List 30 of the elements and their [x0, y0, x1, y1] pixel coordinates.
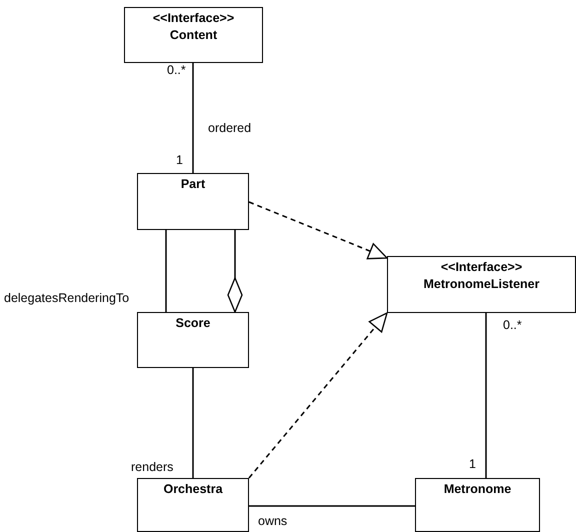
- class-box: [415, 478, 540, 532]
- stereotype-label: <<Interface>>: [152, 10, 234, 27]
- class-box: [137, 312, 249, 368]
- class-name: MetronomeListener: [424, 276, 540, 293]
- edge-label: ordered: [208, 121, 252, 136]
- association-line: [192, 368, 194, 478]
- class-box: [387, 256, 576, 313]
- class-box: [137, 478, 249, 532]
- class-box: [137, 173, 249, 230]
- class-name: Content: [170, 27, 218, 44]
- stereotype-label: <<Interface>>: [440, 259, 522, 276]
- class-name: Part: [180, 176, 206, 193]
- association-line: [249, 505, 415, 507]
- realization-arrow: [248, 312, 388, 478]
- edge-label: owns: [258, 514, 288, 529]
- aggregation-line: [227, 230, 243, 313]
- multiplicity-label: 1: [469, 457, 476, 472]
- edge-label: renders: [131, 460, 174, 475]
- association-line: [165, 230, 167, 312]
- class-name: Metronome: [444, 481, 512, 498]
- multiplicity-label: 0..*: [503, 318, 522, 333]
- multiplicity-label: 1: [176, 153, 183, 168]
- association-line: [192, 63, 194, 173]
- multiplicity-label: 0..*: [167, 63, 186, 78]
- class-name: Score: [176, 315, 210, 332]
- edge-label: delegatesRenderingTo: [4, 291, 130, 306]
- class-name: Orchestra: [163, 481, 223, 498]
- class-box: [124, 7, 263, 63]
- association-line: [485, 313, 487, 478]
- realization-arrow: [248, 201, 388, 260]
